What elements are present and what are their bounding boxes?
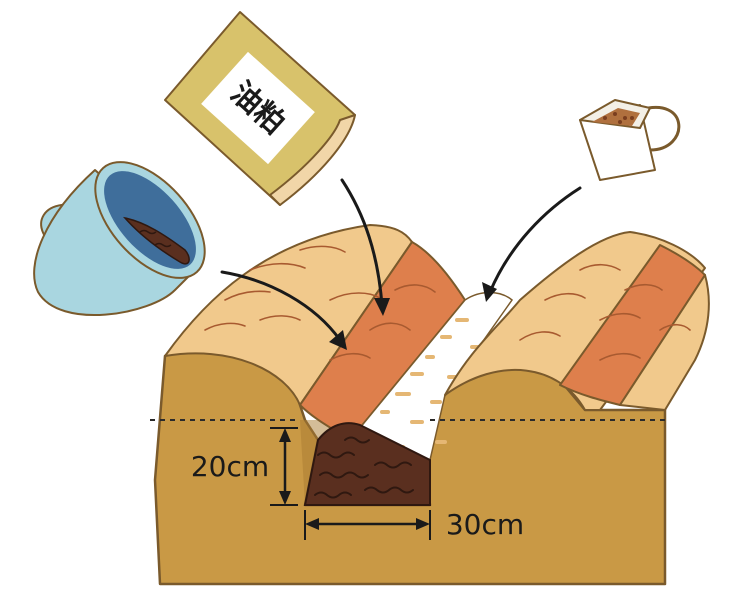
depth-label: 20cm xyxy=(191,450,269,483)
arrowhead-bag xyxy=(374,298,390,316)
trench xyxy=(303,291,514,506)
arrows xyxy=(220,178,582,342)
width-dimension: 30cm xyxy=(304,508,524,541)
depth-dimension: 20cm xyxy=(191,427,298,506)
cup-contents xyxy=(592,108,640,126)
bucket-compost xyxy=(122,216,190,265)
arrowhead-cup xyxy=(482,282,497,302)
arrow-from-cup xyxy=(488,186,582,294)
left-ridge xyxy=(164,224,466,441)
compost-layer xyxy=(303,422,431,506)
bucket-body xyxy=(33,169,201,317)
left-ridge-texture xyxy=(204,245,436,361)
fertilizer-bag-icon: 油粕 xyxy=(164,11,356,206)
bucket-icon xyxy=(33,161,206,317)
right-ridge-back-strip xyxy=(619,274,710,411)
cup-handle xyxy=(639,106,681,152)
width-label: 30cm xyxy=(446,508,524,541)
left-ridge-light-strip xyxy=(164,224,413,406)
arrow-from-bag xyxy=(340,178,384,307)
arrowhead-bucket xyxy=(329,330,347,350)
bag-label-plate xyxy=(201,51,315,165)
right-ridge xyxy=(444,231,710,411)
arrowheads xyxy=(329,282,497,350)
lime-cup-icon xyxy=(579,99,681,181)
right-ridge-texture xyxy=(519,263,691,361)
arrow-from-bucket xyxy=(220,270,342,342)
compost-texture xyxy=(314,436,414,499)
bag-fold xyxy=(269,114,356,206)
